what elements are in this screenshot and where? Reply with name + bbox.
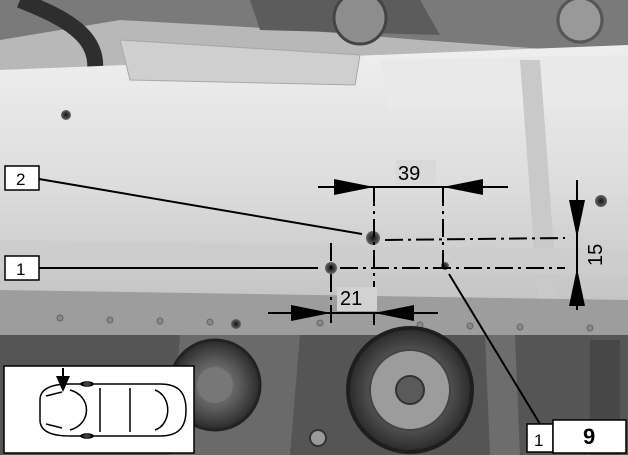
dim-label-15: 15 xyxy=(585,244,607,266)
callout-1-left: 1 xyxy=(4,255,40,281)
car-top-view-icon xyxy=(39,381,187,439)
arrowhead-39-right xyxy=(443,179,483,195)
dim-39-bg xyxy=(396,160,436,184)
figure-number-box: 9 xyxy=(552,419,627,454)
arrowhead-21-left xyxy=(291,305,331,321)
leader-line-1-bottom xyxy=(448,273,541,425)
arrowhead-15-bottom xyxy=(569,268,585,306)
callout-label-1-bottom: 1 xyxy=(534,431,543,450)
callout-2: 2 xyxy=(4,165,40,191)
arrowhead-39-left xyxy=(334,179,374,195)
dim-label-39: 39 xyxy=(398,163,420,185)
callout-label-2: 2 xyxy=(16,170,25,189)
dim-21-bg xyxy=(337,287,377,311)
car-inset xyxy=(3,365,195,454)
callout-label-1-left: 1 xyxy=(16,260,25,279)
figure-number: 9 xyxy=(583,424,595,449)
leader-line-2 xyxy=(38,178,363,235)
callout-1-bottom: 1 xyxy=(526,423,554,453)
arrowheads xyxy=(291,179,585,321)
dim-label-21: 21 xyxy=(340,288,362,310)
arrowhead-21-right xyxy=(374,305,414,321)
arrowhead-15-top xyxy=(569,200,585,238)
inset-pointer-arrow xyxy=(56,376,70,392)
